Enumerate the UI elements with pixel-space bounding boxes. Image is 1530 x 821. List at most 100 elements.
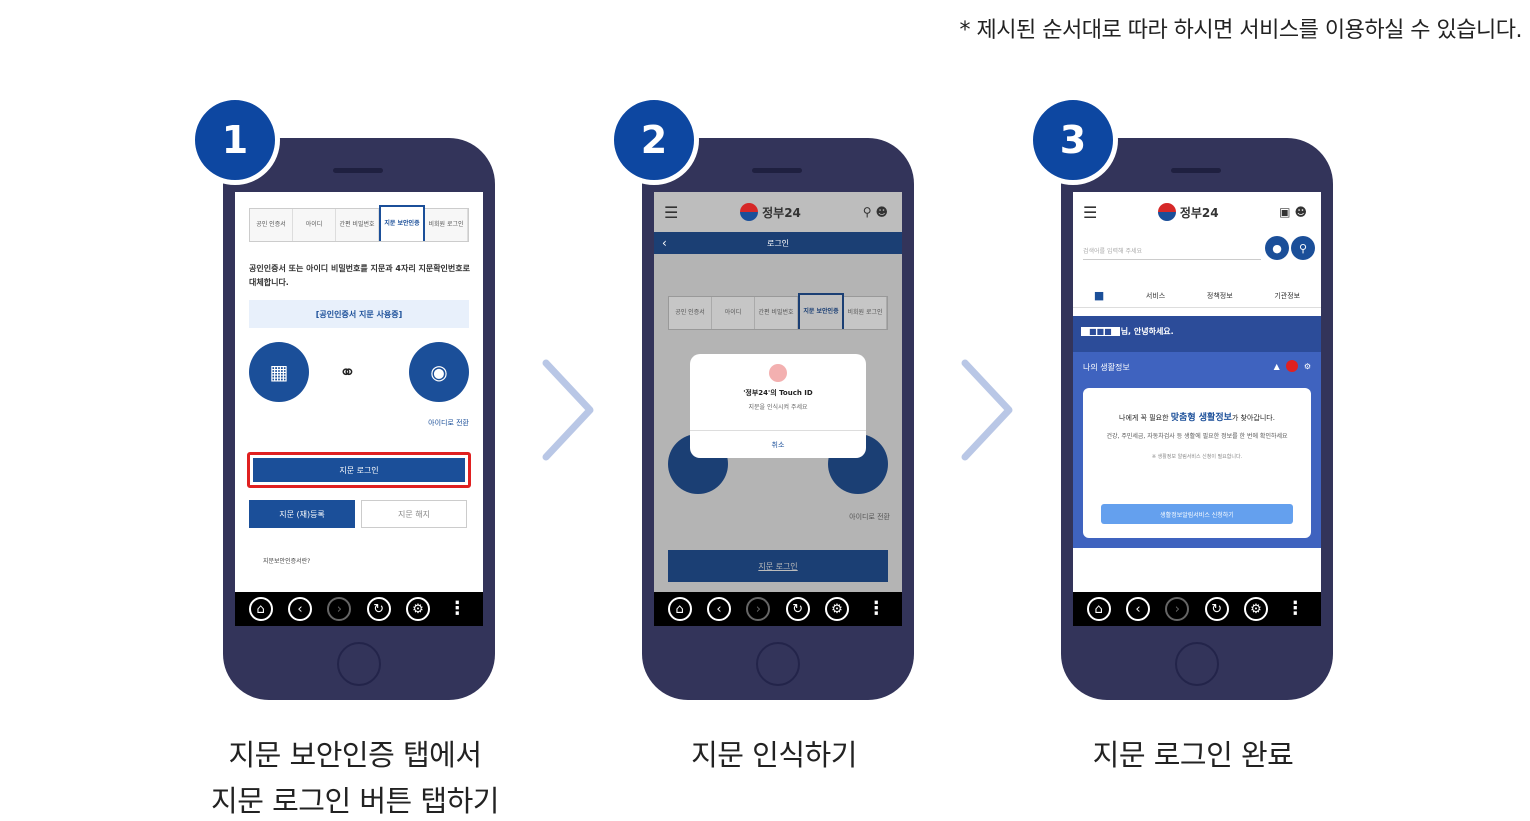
user-name-masked: ■■■ bbox=[1081, 327, 1120, 336]
tab-id[interactable]: 아이디 bbox=[712, 297, 755, 329]
greeting-bar: ■■■님, 안녕하세요. bbox=[1073, 316, 1321, 352]
phone-speaker bbox=[1171, 168, 1221, 173]
step-caption: 지문 보안인증 탭에서 지문 로그인 버튼 탭하기 bbox=[195, 732, 515, 821]
home-icon[interactable]: ⌂ bbox=[667, 597, 692, 621]
forward-icon[interactable]: › bbox=[327, 597, 352, 621]
card-headline: 나에게 꼭 필요한 맞춤형 생활정보가 찾아갑니다. bbox=[1083, 410, 1311, 423]
alert-badge-icon[interactable] bbox=[1285, 360, 1298, 372]
tab-fingerprint[interactable]: 지문 보안인증 bbox=[798, 293, 844, 329]
card-note: ※ 생활정보 알림서비스 신청이 필요합니다. bbox=[1151, 454, 1243, 460]
fingerprint-register-button[interactable]: 지문 (재)등록 bbox=[249, 500, 355, 528]
tab-guest[interactable]: 비회원 로그인 bbox=[844, 297, 887, 329]
next-arrow-icon bbox=[961, 359, 1013, 461]
search-icon[interactable]: ⚲ bbox=[1291, 236, 1315, 260]
search-input[interactable]: 검색어를 입력해 주세요 bbox=[1083, 240, 1261, 260]
tab-simple-password[interactable]: 간편 비밀번호 bbox=[755, 297, 798, 329]
wallet-icon[interactable]: ▣ bbox=[1279, 205, 1295, 219]
home-tab-icon[interactable]: ■ bbox=[1093, 289, 1105, 302]
user-icon[interactable]: ☻ bbox=[875, 205, 892, 219]
phone-speaker bbox=[333, 168, 383, 173]
switch-to-id-link[interactable]: 아이디로 전환 bbox=[428, 419, 469, 427]
phone-home-button bbox=[756, 642, 800, 686]
more-icon[interactable]: ⋮ bbox=[867, 598, 886, 619]
step-2: 2 ☰ 정부24 ⚲☻ ‹ 로그인 공인 인증서 아이디 간편 비밀번호 bbox=[609, 95, 934, 821]
menu-icon[interactable]: ☰ bbox=[1083, 202, 1098, 222]
tab-simple-password[interactable]: 간편 비밀번호 bbox=[336, 209, 379, 241]
settings-icon[interactable]: ⚙ bbox=[824, 597, 849, 621]
panel-title: 나의 생활정보 bbox=[1083, 363, 1130, 372]
settings-icon[interactable]: ⚙ bbox=[1303, 361, 1311, 371]
forward-icon[interactable]: › bbox=[1165, 597, 1190, 621]
search-icon[interactable]: ⚲ bbox=[862, 205, 876, 219]
phone-home-button bbox=[337, 642, 381, 686]
back-icon[interactable]: ‹ bbox=[706, 597, 731, 621]
phone-mockup: ☰ 정부24 ▣☻ 검색어를 입력해 주세요 ● ⚲ ■ 서비스 정책정보 기관… bbox=[1061, 138, 1333, 700]
nav-item-policy[interactable]: 정책정보 bbox=[1206, 291, 1233, 300]
caption-line: 지문 로그인 버튼 탭하기 bbox=[211, 784, 499, 818]
card-headline-emphasis: 맞춤형 생활정보 bbox=[1170, 413, 1232, 423]
home-icon[interactable]: ⌂ bbox=[1086, 597, 1111, 621]
step-caption: 지문 로그인 완료 bbox=[1033, 732, 1353, 778]
fingerprint-description: 공인인증서 또는 아이디 비밀번호를 지문과 4자리 지문확인번호로 대체합니다… bbox=[249, 264, 470, 287]
menu-icon[interactable]: ☰ bbox=[664, 202, 679, 222]
dimmed-content: 공인 인증서 아이디 간편 비밀번호 지문 보안인증 비회원 로그인 아이디로 … bbox=[654, 254, 902, 592]
browser-navbar: ⌂ ‹ › ↻ ⚙ ⋮ bbox=[235, 592, 483, 626]
switch-to-id-link[interactable]: 아이디로 전환 bbox=[849, 513, 890, 521]
browser-navbar: ⌂ ‹ › ↻ ⚙ ⋮ bbox=[654, 592, 902, 626]
caption-line: 지문 인식하기 bbox=[691, 738, 857, 772]
fingerprint-guide-link[interactable]: 지문보안인증서란? bbox=[263, 558, 311, 565]
nav-item-service[interactable]: 서비스 bbox=[1145, 291, 1166, 300]
back-icon[interactable]: ‹ bbox=[287, 597, 312, 621]
gov24-logo: 정부24 bbox=[1157, 203, 1219, 221]
back-arrow-icon[interactable]: ‹ bbox=[662, 236, 667, 250]
bell-icon[interactable]: ▲ bbox=[1273, 361, 1280, 371]
tab-fingerprint[interactable]: 지문 보안인증 bbox=[379, 205, 425, 241]
page-title-bar: ‹ 로그인 bbox=[654, 232, 902, 254]
phone-screen: ☰ 정부24 ⚲☻ ‹ 로그인 공인 인증서 아이디 간편 비밀번호 지문 보안… bbox=[654, 192, 902, 626]
forward-icon[interactable]: › bbox=[746, 597, 771, 621]
logo-text: 정부24 bbox=[1179, 205, 1219, 220]
tab-id[interactable]: 아이디 bbox=[293, 209, 336, 241]
dialog-cancel-button[interactable]: 취소 bbox=[690, 430, 866, 458]
card-headline-pre: 나에게 꼭 필요한 bbox=[1119, 414, 1169, 422]
step-number-badge: 1 bbox=[190, 95, 280, 185]
card-headline-post: 가 찾아갑니다. bbox=[1231, 414, 1275, 422]
back-icon[interactable]: ‹ bbox=[1125, 597, 1150, 621]
apply-notification-button[interactable]: 생활정보알림서비스 신청하기 bbox=[1101, 504, 1293, 524]
app-header: ☰ 정부24 ▣☻ bbox=[1073, 192, 1321, 232]
refresh-icon[interactable]: ↻ bbox=[1204, 597, 1229, 621]
caption-line: 지문 보안인증 탭에서 bbox=[228, 738, 482, 772]
tab-guest[interactable]: 비회원 로그인 bbox=[425, 209, 468, 241]
step-number-badge: 2 bbox=[609, 95, 699, 185]
refresh-icon[interactable]: ↻ bbox=[366, 597, 391, 621]
user-icon[interactable]: ☻ bbox=[1294, 205, 1311, 219]
fingerprint-login-button[interactable]: 지문 로그인 bbox=[668, 550, 888, 582]
fingerprint-delete-button[interactable]: 지문 해지 bbox=[361, 500, 467, 528]
tab-certificate[interactable]: 공인 인증서 bbox=[250, 209, 293, 241]
browser-navbar: ⌂ ‹ › ↻ ⚙ ⋮ bbox=[1073, 592, 1321, 626]
phone-home-button bbox=[1175, 642, 1219, 686]
phone-screen: ☰ 정부24 ▣☻ 검색어를 입력해 주세요 ● ⚲ ■ 서비스 정책정보 기관… bbox=[1073, 192, 1321, 626]
taegeuk-icon bbox=[1157, 203, 1176, 221]
fingerprint-login-button[interactable]: 지문 로그인 bbox=[253, 458, 465, 482]
link-icon: ⚭ bbox=[339, 360, 356, 384]
nav-item-agency[interactable]: 기관정보 bbox=[1274, 291, 1301, 300]
step-1: 1 공인 인증서 아이디 간편 비밀번호 지문 보안인증 비회원 로그인 공인인… bbox=[190, 95, 515, 821]
settings-icon[interactable]: ⚙ bbox=[405, 597, 430, 621]
logo-text: 정부24 bbox=[762, 205, 801, 220]
dialog-message: 지문을 인식시켜 주세요 bbox=[748, 404, 808, 411]
phone-screen: 공인 인증서 아이디 간편 비밀번호 지문 보안인증 비회원 로그인 공인인증서… bbox=[235, 192, 483, 626]
home-icon[interactable]: ⌂ bbox=[248, 597, 273, 621]
step-caption: 지문 인식하기 bbox=[614, 732, 934, 778]
app-header: ☰ 정부24 ⚲☻ bbox=[654, 192, 902, 232]
certificate-icon: ▦ bbox=[249, 342, 309, 402]
tab-certificate[interactable]: 공인 인증서 bbox=[669, 297, 712, 329]
step-number-badge: 3 bbox=[1028, 95, 1118, 185]
more-icon[interactable]: ⋮ bbox=[448, 598, 467, 619]
step-3: 3 ☰ 정부24 ▣☻ 검색어를 입력해 주세요 ● ⚲ ■ 서비스 정책정보 … bbox=[1028, 95, 1353, 821]
refresh-icon[interactable]: ↻ bbox=[785, 597, 810, 621]
voice-search-icon[interactable]: ● bbox=[1265, 236, 1289, 260]
settings-icon[interactable]: ⚙ bbox=[1243, 597, 1268, 621]
more-icon[interactable]: ⋮ bbox=[1286, 598, 1305, 619]
